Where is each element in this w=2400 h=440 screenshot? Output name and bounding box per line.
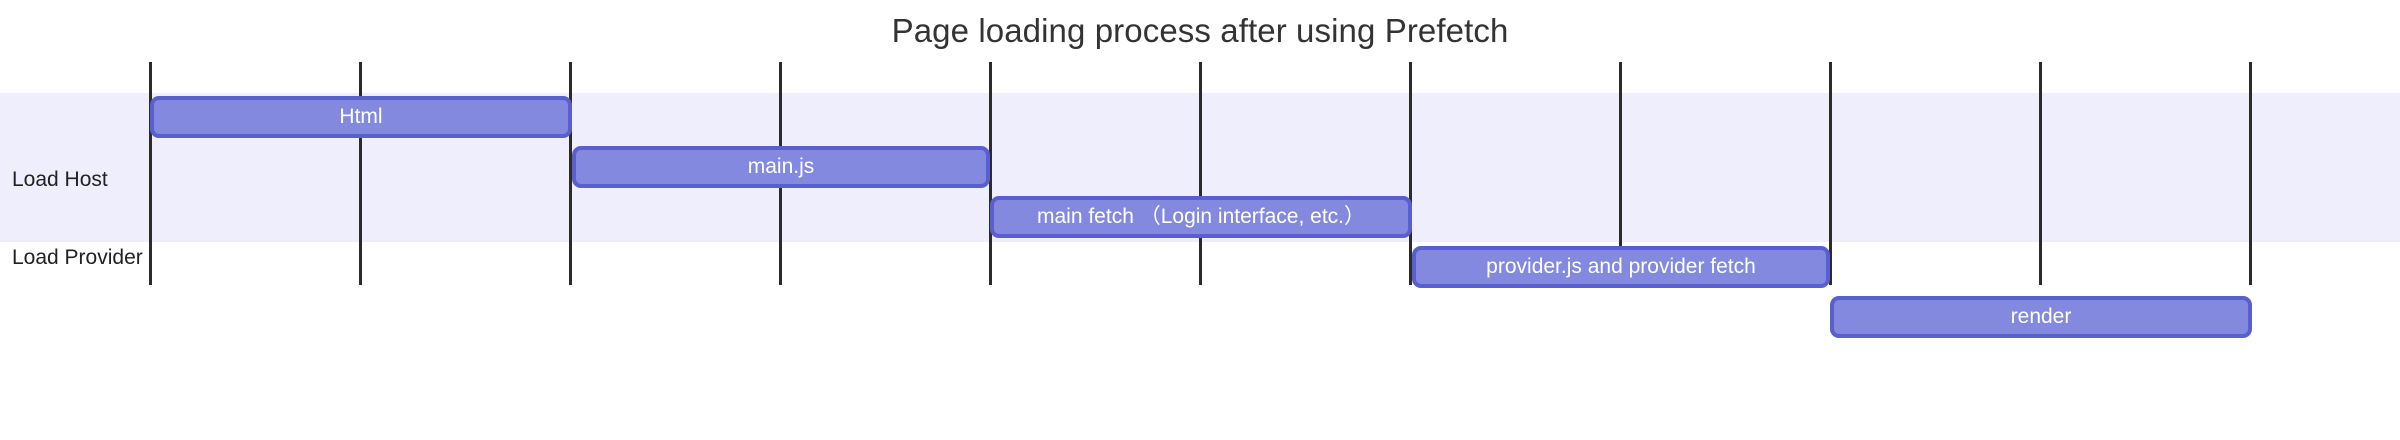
gridline-6: [1409, 62, 1412, 285]
gridline-1: [359, 62, 362, 285]
task-bar-provider-js-and-provider-fetch[interactable]: provider.js and provider fetch: [1412, 246, 1830, 288]
gridline-10: [2249, 62, 2252, 285]
gridline-0: [149, 62, 152, 285]
row-label-load-provider: Load Provider: [12, 246, 143, 269]
row-label-load-host: Load Host: [12, 168, 108, 191]
task-bar-render[interactable]: render: [1830, 296, 2252, 338]
gridline-5: [1199, 62, 1202, 285]
task-bar-main-js[interactable]: main.js: [572, 146, 990, 188]
task-bar-html[interactable]: Html: [150, 96, 572, 138]
gridline-7: [1619, 62, 1622, 285]
gridline-9: [2039, 62, 2042, 285]
gridline-8: [1829, 62, 1832, 285]
gridline-4: [989, 62, 992, 285]
chart-title: Page loading process after using Prefetc…: [891, 12, 1509, 49]
gridline-2: [569, 62, 572, 285]
task-bar-main-fetch-login-interface-etc[interactable]: main fetch （Login interface, etc.）: [990, 196, 1412, 238]
